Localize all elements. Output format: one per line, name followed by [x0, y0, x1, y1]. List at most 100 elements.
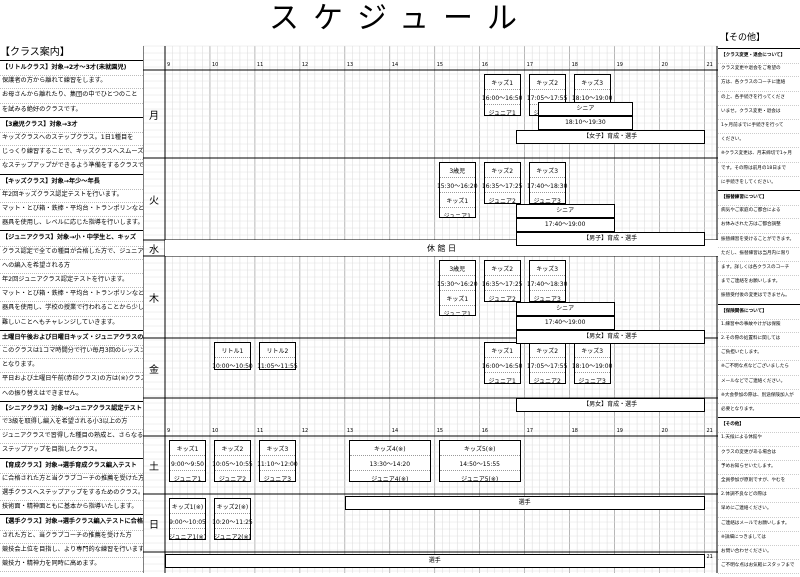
class-slot-line: キッズ3 [574, 75, 610, 90]
class-slot-line: 11:10〜12:00 [257, 456, 298, 471]
session-bar[interactable]: 【男子】育成・選手 [515, 232, 705, 246]
class-slot-line: 15:30〜16:20 [437, 178, 478, 193]
note-line: メールなどでご連絡ください。 [718, 375, 800, 390]
class-info-line: で3級を取得し編入を希望される小3以上の方 [0, 415, 143, 431]
note-line: 必要となります。 [718, 403, 800, 419]
day-label: 日 [149, 519, 159, 531]
session-bar[interactable]: シニア [515, 302, 615, 316]
class-info-line: 選手クラスへステップアップをするためのクラス。 [0, 486, 143, 502]
note-line: クラスの変更がある場合は [718, 446, 800, 461]
note-line: お休みされた方はご都合調整 [718, 218, 800, 234]
note-line: ご不明な点はお気軽にスタッフまで [718, 559, 800, 575]
session-bar[interactable]: シニア [538, 102, 633, 116]
notes-column: 【その他】 【クラス変更・退会について】クラス変更や退会をご希望の方は、各クラス… [718, 32, 800, 577]
class-info-line: 【3歳児クラス】対象→3才 [0, 116, 143, 133]
class-slot-line: キッズ2 [529, 343, 565, 358]
class-slot-line: 16:00〜16:50 [482, 358, 522, 373]
session-bar[interactable]: 17:40〜19:00 [515, 316, 615, 330]
session-bar[interactable]: 17:40〜19:00 [515, 218, 615, 232]
class-slot-line: 3歳児 [439, 163, 475, 178]
hour-label: 13 [346, 428, 354, 434]
class-info-column: 【クラス案内】 【リトルクラス】対象→2才〜3才(未就園児)保護者の方から離れて… [0, 46, 143, 574]
note-line: ください。 [718, 133, 800, 149]
session-bar[interactable]: 【女子】育成・選手 [515, 130, 705, 144]
note-line: ます。詳しくは各クラスのコーチ [718, 261, 800, 277]
note-line: ただし、振替練習は当月内に限り [718, 247, 800, 262]
class-slot-line: 14:50〜15:55 [439, 456, 520, 471]
hour-label: 15 [436, 62, 444, 68]
class-slot-line: ジュニア2(※) [213, 533, 251, 541]
class-slot-line: 10:20〜11:25 [212, 514, 253, 529]
note-line: 振替練習を受けることができます。 [718, 233, 800, 248]
class-slot-line: 15:30〜16:20 [437, 276, 478, 291]
hour-label: 10 [211, 428, 219, 434]
hour-label: 21 [706, 428, 713, 434]
class-info-line: に合格された方と当クラブコーチの推薦を受けた方 [0, 472, 143, 487]
note-line: 病気やご家庭のご都合による [718, 204, 800, 220]
session-bar[interactable]: シニア [515, 204, 615, 218]
day-label: 土 [149, 461, 159, 473]
note-line: に手続きをしてください。 [718, 176, 800, 191]
class-slot-line: 16:35〜17:25 [482, 178, 522, 193]
session-bar[interactable]: 【男女】育成・選手 [515, 330, 705, 344]
class-info-line: お母さんから離れたり、集団の中でひとつのこと [0, 88, 143, 104]
class-slot-line: ジュニア1 [488, 109, 516, 117]
note-line: です。その際は前月の18日まで [718, 162, 800, 177]
class-info-line: 技術面・精神面ともに基本から指導いたします。 [0, 500, 143, 516]
class-info-line: 年2回キッズクラス認定テストを行います。 [0, 188, 143, 203]
session-bar[interactable]: 選手 [165, 554, 705, 568]
hour-label: 19 [616, 428, 623, 434]
session-bar[interactable]: 18:10〜19:30 [538, 116, 633, 130]
class-slot-line: キッズ3 [259, 441, 295, 456]
day-label: 火 [149, 195, 159, 207]
session-bar[interactable]: 【男女】育成・選手 [515, 398, 705, 412]
class-info-line: を試みる絶好のクラスです。 [0, 103, 143, 118]
class-slot-line: 3歳児 [439, 261, 475, 276]
class-info-line: 難しいことへもチャレンジしていきます。 [0, 316, 143, 331]
class-info-line: 器具を使用し、レベルに応じた指導を行いします。 [0, 216, 143, 232]
note-line: ※ご不明な点などございましたら [718, 360, 800, 376]
hour-label: 12 [301, 428, 309, 434]
note-line: 1.練習中の事故やけがは保険 [718, 318, 800, 333]
class-info-line: キッズクラスへのステップクラス。1日1種目を [0, 131, 143, 147]
class-slot-line: キッズ1 [170, 441, 205, 456]
class-slot-line: 17:40〜18:30 [527, 178, 567, 193]
note-line: ※詳細につきましては [718, 531, 800, 546]
note-line: 【その他】 [718, 417, 800, 434]
class-info-line: 保護者の方から離れて練習をします。 [0, 74, 143, 90]
class-info-line: 年2回ジュニアクラス認定テストを行います。 [0, 273, 143, 289]
session-bar[interactable]: 選手 [344, 496, 705, 510]
class-slot-line: ジュニア1 [488, 377, 516, 385]
hour-label: 12 [301, 62, 309, 68]
class-info-header: 【クラス案内】 [0, 47, 70, 58]
note-line: の上、各手続きを行ってくださ [718, 91, 800, 106]
note-line: までご連絡をお願いします。 [718, 275, 800, 291]
note-line: 振替受付後の変更はできません。 [718, 289, 800, 305]
note-line: 早めにご連絡ください。 [718, 502, 800, 518]
hour-label: 15 [436, 428, 444, 434]
class-slot-line: キッズ3 [529, 261, 565, 276]
note-line: 1.天候による休館や [718, 431, 800, 447]
note-line: クラス変更や退会をご希望の [718, 62, 800, 78]
class-slot-line: ジュニア1(※) [168, 533, 207, 541]
hour-label: 20 [661, 62, 668, 68]
